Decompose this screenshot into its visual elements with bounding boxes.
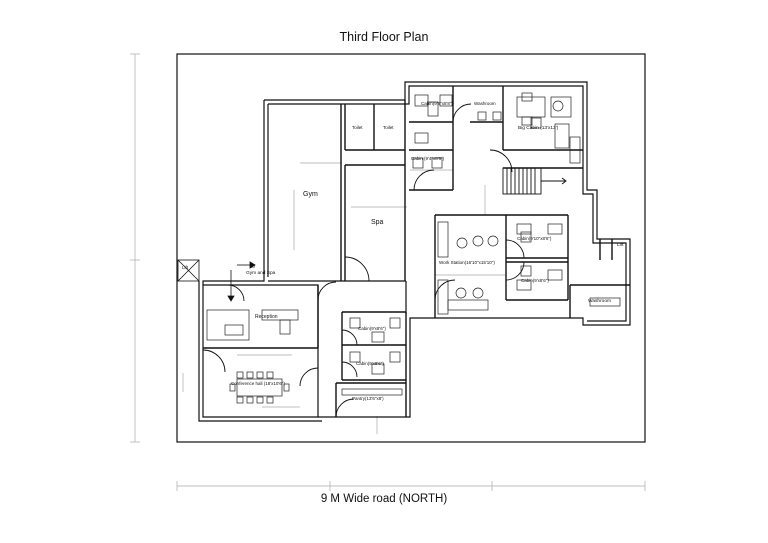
lift-left-shaft xyxy=(177,259,200,282)
room-label-washroom-right: Washroom xyxy=(588,298,611,304)
room-label-big-cabin: Big Cabin (13'x13') xyxy=(518,125,559,131)
road-caption: 9 M Wide road (NORTH) xyxy=(320,493,448,505)
room-label-work-station: Work Station(16'10"x15'10") xyxy=(439,260,495,265)
room-label-reception: Reception xyxy=(255,314,278,320)
room-label-lift-left: Lift xyxy=(182,265,189,270)
plot-boundary xyxy=(176,53,646,443)
room-label-conference: Conference hall (18'x10'6") xyxy=(231,381,285,386)
room-label-spa: Spa xyxy=(371,219,384,226)
room-label-washroom-top: Washroom xyxy=(474,101,496,106)
door-swings xyxy=(202,103,525,418)
label-to: To xyxy=(250,264,255,269)
page-title: Third Floor Plan xyxy=(339,30,429,44)
walls xyxy=(198,81,631,422)
label-gym-and-spa: Gym and Spa xyxy=(246,270,276,276)
room-label-pantry: Pantry(13'6"x8') xyxy=(352,396,384,401)
room-label-toilet-2: Toilet xyxy=(383,125,394,130)
room-label-cabin-bottom-1: Cabin(9'x8'6") xyxy=(358,326,386,331)
room-label-cabin-mid: Cabin (9'4"x8'6") xyxy=(411,156,445,161)
room-label-cabin-bottom-2: Cabin(9'x8'6") xyxy=(356,361,384,366)
room-label-toilet-1: Toilet xyxy=(352,125,363,130)
partitions xyxy=(203,86,630,417)
gym-direction-arrow xyxy=(227,261,256,302)
room-label-cabin-top: Cabin(9'8"x8'8") xyxy=(421,101,453,106)
staircase xyxy=(502,167,567,195)
room-label-cabin-ws-1: Cabin(9'10"x8'6") xyxy=(517,236,552,241)
room-label-cabin-ws-2: Cabin(9'x8'6") xyxy=(521,278,549,283)
room-label-gym: Gym xyxy=(303,191,318,198)
dimension-lines xyxy=(130,53,646,491)
furniture xyxy=(206,92,621,404)
room-label-lift-right: Lift xyxy=(617,242,624,248)
